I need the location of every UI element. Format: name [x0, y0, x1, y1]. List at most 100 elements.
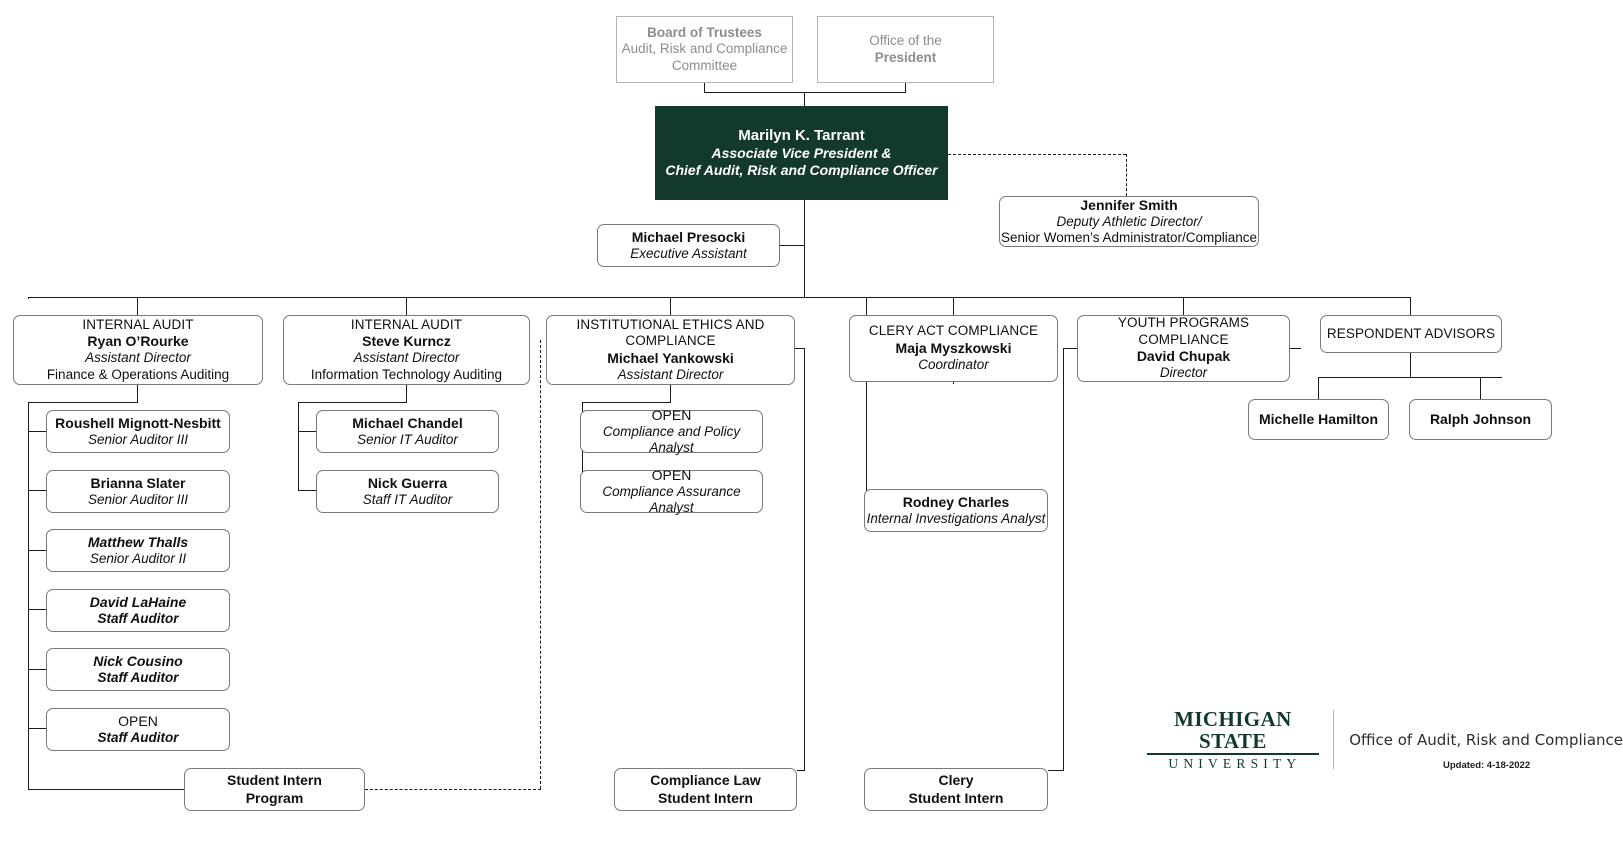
msu-wordmark-top: MICHIGAN STATE [1147, 708, 1319, 756]
connector-respondent-right [1480, 377, 1482, 399]
node-staff-brianna-slater[interactable]: Brianna Slater Senior Auditor III [46, 470, 230, 513]
intern-line-2: Program [245, 789, 304, 806]
division-lead-name: Ryan O’Rourke [87, 333, 189, 350]
intern-line-1: Student Intern [227, 772, 322, 789]
node-staff-rodney-charles[interactable]: Rodney Charles Internal Investigations A… [864, 489, 1048, 532]
node-staff-david-lahaine[interactable]: David LaHaine Staff Auditor [46, 589, 230, 632]
assistant-name: Michael Presocki [631, 228, 746, 245]
staff-title: Senior Auditor III [87, 491, 189, 507]
division-lead-title: Coordinator [918, 357, 989, 373]
division-lead-name: David Chupak [1136, 348, 1231, 365]
connector-ethics-right-tie [794, 348, 805, 350]
staff-name: Nick Cousino [93, 652, 183, 669]
athletics-title-line-2: Senior Women’s Administrator/Compliance [1000, 230, 1258, 246]
intern-line-1: Clery [938, 772, 974, 789]
node-office-of-the-president[interactable]: Office of the President [817, 16, 994, 83]
node-staff-ralph-johnson[interactable]: Ralph Johnson [1409, 399, 1552, 440]
division-dept-label: YOUTH PROGRAMS COMPLIANCE [1117, 315, 1250, 347]
connector-rail-finance-stub-4 [28, 609, 46, 611]
staff-name: Nick Guerra [367, 474, 448, 491]
node-michael-presocki[interactable]: Michael Presocki Executive Assistant [597, 224, 780, 267]
node-intern-compliance-law-student-intern[interactable]: Compliance Law Student Intern [614, 768, 797, 811]
executive-name: Marilyn K. Tarrant [738, 126, 865, 144]
node-division-youth-programs-compliance[interactable]: YOUTH PROGRAMS COMPLIANCE David Chupak D… [1077, 315, 1290, 382]
board-line-3: Committee [671, 57, 738, 73]
staff-name: OPEN [118, 712, 158, 729]
msu-office-name: Office of Audit, Risk and Compliance [1349, 730, 1623, 749]
assistant-title: Executive Assistant [630, 245, 747, 261]
connector-board-down [704, 83, 706, 93]
connector-assistant-tie [779, 245, 805, 247]
connector-division-drop-respondent [1410, 297, 1412, 315]
node-staff-michelle-hamilton[interactable]: Michelle Hamilton [1248, 399, 1389, 440]
division-dept-label: RESPONDENT ADVISORS [1326, 325, 1496, 341]
connector-rail-it-stub-2 [298, 490, 316, 492]
node-division-institutional-ethics[interactable]: INSTITUTIONAL ETHICS AND COMPLIANCE Mich… [546, 315, 795, 385]
node-staff-nick-cousino[interactable]: Nick Cousino Staff Auditor [46, 648, 230, 691]
connector-rail-it-vertical [298, 402, 300, 490]
staff-title: Senior IT Auditor [357, 431, 458, 447]
division-focus: Information Technology Auditing [310, 366, 503, 382]
connector-rail-finance-stub-6 [28, 728, 46, 730]
athletics-name: Jennifer Smith [1080, 196, 1178, 213]
connector-division-drop-internal-audit-finance [137, 297, 139, 315]
staff-name: Brianna Slater [90, 474, 186, 491]
staff-title: Senior Auditor III [87, 431, 189, 447]
board-line-2: Audit, Risk and Compliance [621, 41, 788, 57]
connector-rail-ethics [670, 385, 672, 403]
staff-title: Staff Auditor [97, 669, 179, 685]
node-division-internal-audit-it[interactable]: INTERNAL AUDIT Steve Kurncz Assistant Di… [283, 315, 530, 385]
intern-line-1: Compliance Law [650, 772, 761, 789]
connector-rail-finance-stub-1 [28, 431, 46, 433]
division-dept-label: INTERNAL AUDIT [82, 316, 194, 332]
division-lead-name: Maja Myszkowski [895, 339, 1012, 356]
connector-dashed-athletics-down [1126, 154, 1127, 196]
intern-line-2: Student Intern [908, 789, 1004, 806]
node-intern-student-intern-program[interactable]: Student Intern Program [184, 768, 365, 811]
staff-title: Compliance Assurance Analyst [602, 483, 741, 516]
president-line-2: President [874, 49, 937, 65]
node-staff-roushell-mignott-nesbitt[interactable]: Roushell Mignott-Nesbitt Senior Auditor … [46, 410, 230, 453]
connector-governance-to-exec [804, 92, 806, 106]
node-staff-nick-guerra[interactable]: Nick Guerra Staff IT Auditor [316, 470, 499, 513]
connector-dashed-exec-to-athletics [948, 154, 1126, 155]
node-division-clery-act-compliance[interactable]: CLERY ACT COMPLIANCE Maja Myszkowski Coo… [849, 315, 1058, 382]
node-board-of-trustees[interactable]: Board of Trustees Audit, Risk and Compli… [616, 16, 793, 83]
staff-title: Senior Auditor II [89, 550, 187, 566]
division-dept-label: INSTITUTIONAL ETHICS AND COMPLIANCE [576, 316, 765, 349]
connector-rail-finance-audit [137, 385, 139, 403]
board-line-1: Board of Trustees [647, 24, 762, 40]
executive-title-line-1: Associate Vice President & [711, 145, 892, 162]
division-dept-label: CLERY ACT COMPLIANCE [868, 323, 1039, 339]
division-focus: Finance & Operations Auditing [46, 366, 230, 382]
staff-name: Roushell Mignott-Nesbitt [55, 414, 221, 431]
division-lead-title: Assistant Director [85, 350, 191, 366]
node-staff-open-staff-auditor[interactable]: OPEN Staff Auditor [46, 708, 230, 751]
connector-division-drop-ethics [670, 297, 672, 315]
connector-rail-finance-to-intern [28, 789, 185, 791]
node-staff-open-compliance-policy-analyst[interactable]: OPEN Compliance and Policy Analyst [580, 406, 763, 455]
node-staff-michael-chandel[interactable]: Michael Chandel Senior IT Auditor [316, 410, 499, 453]
division-dept-label: INTERNAL AUDIT [350, 316, 463, 332]
executive-title-line-2: Chief Audit, Risk and Compliance Officer [665, 162, 938, 179]
connector-division-bus [28, 297, 1411, 299]
connector-dashed-it-to-intern [540, 340, 541, 789]
staff-name: OPEN [651, 406, 692, 423]
division-lead-title: Director [1159, 365, 1208, 381]
intern-line-2: Student Intern [658, 789, 753, 806]
msu-logo-divider [1332, 710, 1335, 770]
node-marilyn-tarrant[interactable]: Marilyn K. Tarrant Associate Vice Presid… [655, 106, 948, 200]
connector-rail-finance-stub-3 [28, 550, 46, 552]
staff-name: David LaHaine [89, 593, 187, 610]
node-staff-matthew-thalls[interactable]: Matthew Thalls Senior Auditor II [46, 529, 230, 572]
connector-respondent-left [1318, 377, 1320, 399]
node-intern-clery-student-intern[interactable]: Clery Student Intern [864, 768, 1048, 811]
president-line-1: Office of the [869, 33, 942, 49]
connector-clery-intern-tie [1048, 770, 1064, 772]
node-staff-open-compliance-assurance-analyst[interactable]: OPEN Compliance Assurance Analyst [580, 467, 763, 515]
node-jennifer-smith[interactable]: Jennifer Smith Deputy Athletic Director/… [999, 196, 1259, 247]
node-division-respondent-advisors[interactable]: RESPONDENT ADVISORS [1320, 315, 1502, 353]
connector-president-down [905, 83, 907, 93]
staff-name: Michelle Hamilton [1258, 410, 1379, 427]
node-division-internal-audit-finance[interactable]: INTERNAL AUDIT Ryan O’Rourke Assistant D… [13, 315, 263, 385]
